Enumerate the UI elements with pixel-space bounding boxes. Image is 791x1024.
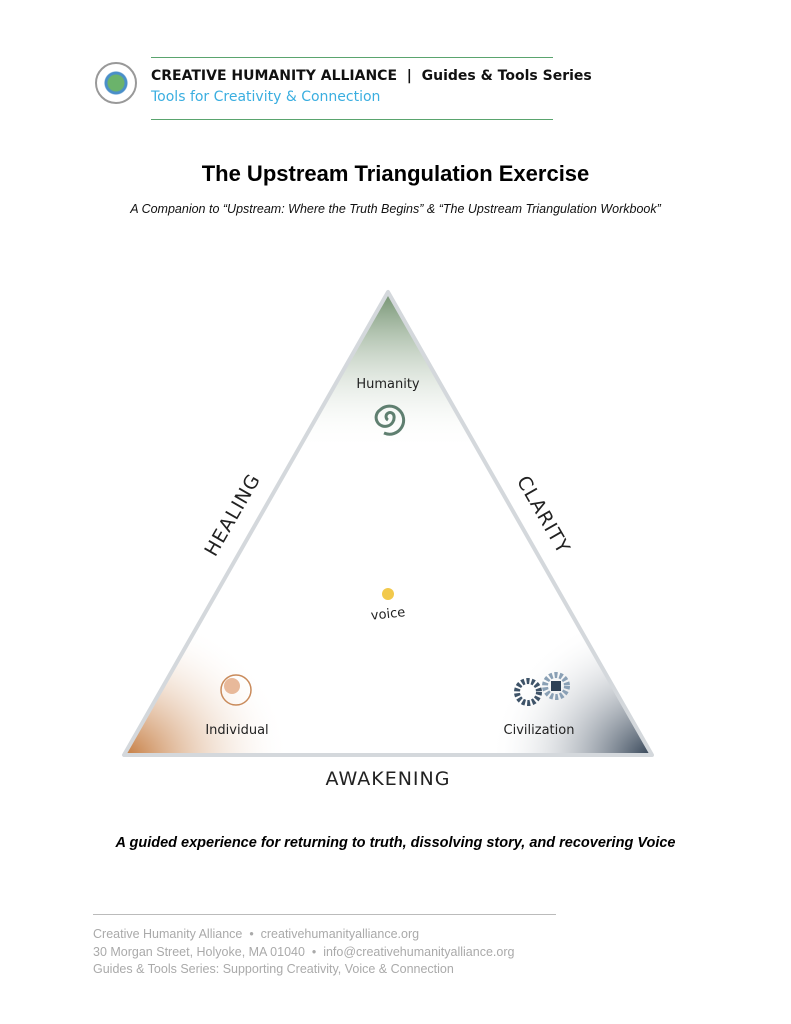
footer-rule [93, 914, 556, 915]
triangle-outline [122, 290, 654, 757]
org-heading: CREATIVE HUMANITY ALLIANCE | Guides & To… [151, 68, 592, 84]
label-civilization: Civilization [504, 723, 575, 738]
page-title: The Upstream Triangulation Exercise [201, 161, 590, 186]
alliance-logo [95, 62, 137, 104]
label-voice: voice [370, 605, 406, 624]
side-label-healing: HEALING [200, 470, 265, 560]
label-individual: Individual [205, 723, 268, 738]
gears-icon [514, 672, 570, 706]
footer-line-2: 30 Morgan Street, Holyoke, MA 01040 • in… [93, 945, 515, 959]
footer-line-1: Creative Humanity Alliance • creativehum… [93, 927, 420, 941]
header-rule-top [151, 57, 553, 58]
spiral-icon [374, 404, 406, 436]
page-subtitle: A Companion to “Upstream: Where the Trut… [130, 202, 661, 216]
header-rule-bottom [151, 119, 553, 120]
side-label-clarity: CLARITY [512, 472, 574, 558]
guided-tagline: A guided experience for returning to tru… [115, 835, 676, 851]
footer-line-3: Guides & Tools Series: Supporting Creati… [93, 962, 454, 976]
tagline: Tools for Creativity & Connection [151, 89, 381, 105]
label-humanity: Humanity [356, 377, 420, 392]
sun-icon [382, 588, 394, 600]
side-label-awakening: AWAKENING [326, 768, 451, 790]
head-brain-icon [220, 674, 252, 706]
